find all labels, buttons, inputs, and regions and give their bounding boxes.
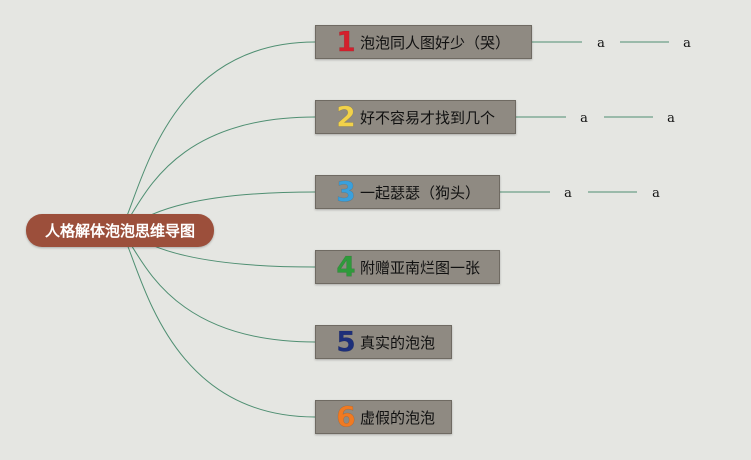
branch-node-1[interactable]: 1 泡泡同人图好少（哭） [315,25,532,59]
branch-label-5: 真实的泡泡 [360,333,436,352]
leaf-2-2[interactable]: a [667,111,675,126]
branch-number-2: 2 [336,100,356,133]
branch-number-5: 5 [336,325,356,358]
branch-number-3: 3 [336,175,356,208]
branch-label-3: 一起瑟瑟（狗头） [360,183,481,202]
branch-number-1: 1 [336,25,356,58]
branch-node-4[interactable]: 4 附赠亚南烂图一张 [315,250,500,284]
leaf-3-2[interactable]: a [652,186,660,201]
branch-number-6: 6 [336,400,356,433]
branch-connector-1 [119,41,316,231]
branch-node-3[interactable]: 3 一起瑟瑟（狗头） [315,175,500,209]
leaf-3-1[interactable]: a [564,186,572,201]
branch-label-1: 泡泡同人图好少（哭） [360,33,511,52]
leaf-1-1[interactable]: a [597,36,605,51]
branch-label-6: 虚假的泡泡 [360,408,436,427]
root-label: 人格解体泡泡思维导图 [44,222,195,240]
branch-node-2[interactable]: 2 好不容易才找到几个 [315,100,516,134]
branch-label-2: 好不容易才找到几个 [360,108,496,127]
branch-label-4: 附赠亚南烂图一张 [360,258,481,277]
branch-node-5[interactable]: 5 真实的泡泡 [315,325,452,359]
leaf-2-1[interactable]: a [580,111,588,126]
branch-connector-6 [119,229,316,418]
branch-number-4: 4 [336,250,356,283]
branch-node-6[interactable]: 6 虚假的泡泡 [315,400,452,434]
root-node[interactable]: 人格解体泡泡思维导图 [26,214,214,247]
leaf-1-2[interactable]: a [683,36,691,51]
